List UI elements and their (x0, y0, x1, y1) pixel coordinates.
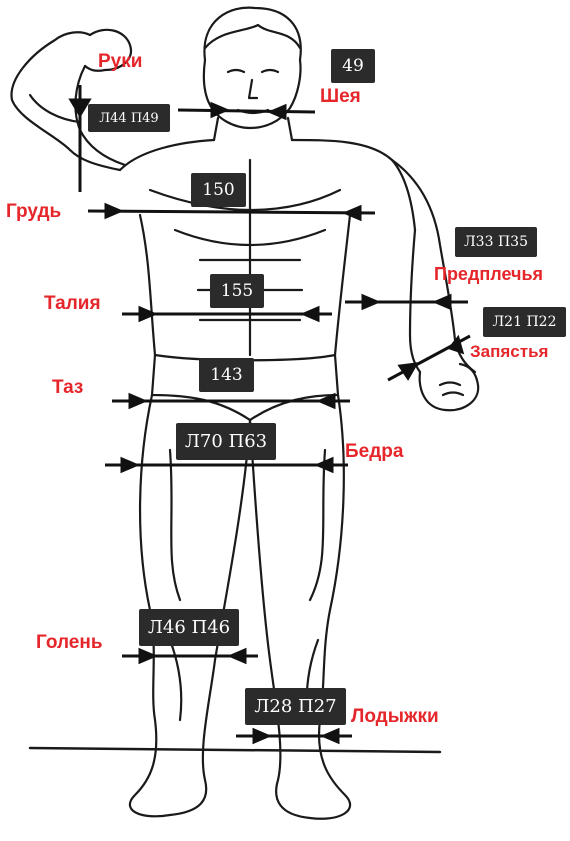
value-calf: Л46 П46 (139, 609, 239, 646)
value-pelvis: 143 (199, 358, 254, 392)
value-ankles: Л28 П27 (245, 688, 346, 725)
value-thighs: Л70 П63 (176, 423, 276, 460)
value-wrists: Л21 П22 (483, 307, 566, 337)
value-chest: 150 (191, 173, 246, 207)
value-arms: Л44 П49 (88, 104, 170, 132)
value-neck: 49 (331, 49, 375, 83)
label-thighs: Бедра (345, 441, 404, 462)
label-neck: Шея (320, 86, 361, 107)
value-forearms: Л33 П35 (455, 227, 537, 257)
ground-line (28, 746, 442, 754)
head-outline (202, 6, 302, 130)
hanging-arm (390, 158, 477, 374)
label-forearms: Предплечья (434, 264, 544, 284)
label-waist: Талия (44, 293, 101, 314)
label-wrists: Запястья (470, 342, 549, 361)
label-ankles: Лодыжки (351, 706, 439, 727)
label-arms: Руки (98, 51, 143, 72)
raised-arm (10, 31, 122, 172)
right-leg (248, 393, 352, 820)
torso-outline (118, 138, 417, 232)
value-waist: 155 (210, 274, 264, 308)
label-pelvis: Таз (52, 377, 84, 398)
label-calf: Голень (36, 632, 103, 653)
label-chest: Грудь (6, 201, 62, 222)
